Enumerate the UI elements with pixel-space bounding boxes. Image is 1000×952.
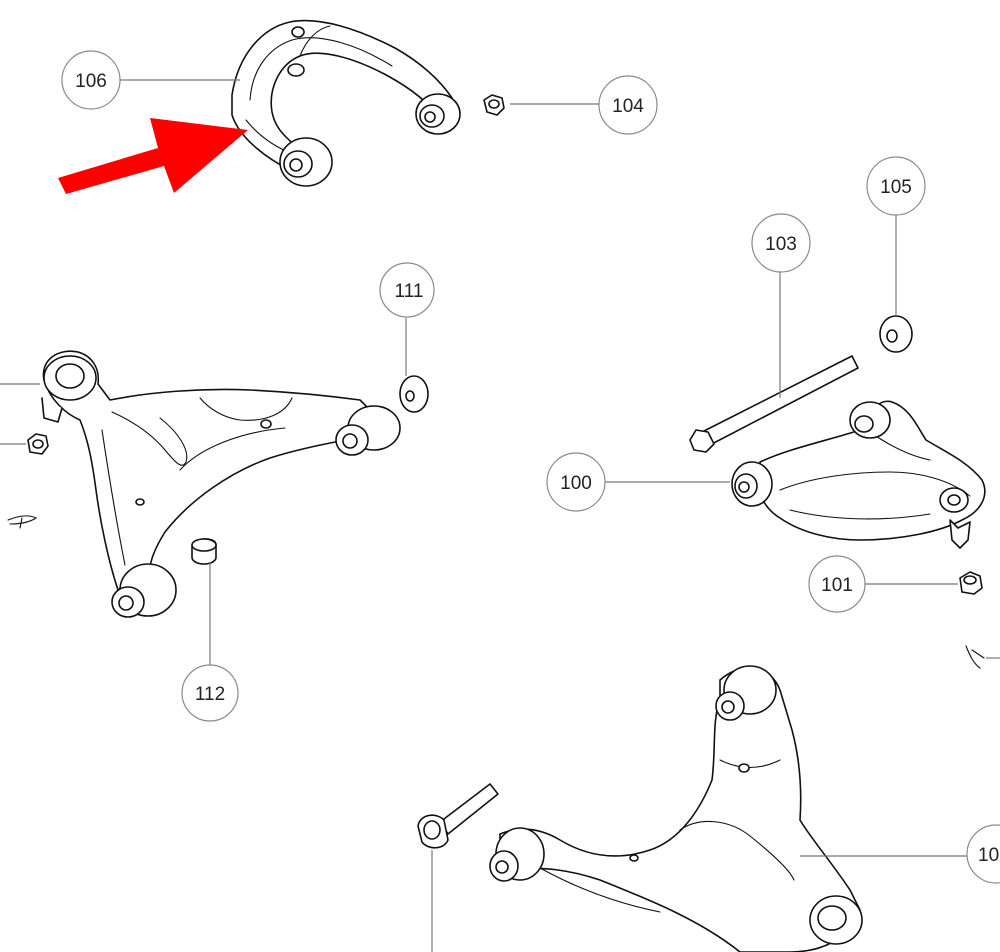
lower-control-arm-right[interactable] xyxy=(489,665,863,952)
callout-106-label: 106 xyxy=(75,71,107,92)
sleeve-112[interactable] xyxy=(191,538,217,565)
washer-105[interactable] xyxy=(879,315,913,353)
bolt-103[interactable] xyxy=(689,355,859,453)
callout-111-label: 111 xyxy=(395,281,424,302)
nut-104[interactable] xyxy=(483,94,505,116)
callout-106[interactable]: 106 xyxy=(61,50,121,110)
callout-112-label: 112 xyxy=(195,684,225,705)
cotter-pin-right xyxy=(965,645,985,669)
callout-111[interactable]: 111 xyxy=(379,262,435,318)
callout-112[interactable]: 112 xyxy=(181,664,239,722)
upper-control-arm-106[interactable] xyxy=(231,19,461,187)
callout-100-label: 100 xyxy=(560,473,592,494)
callout-105-label: 105 xyxy=(880,177,912,198)
callout-105[interactable]: 105 xyxy=(866,156,926,216)
callout-104[interactable]: 104 xyxy=(598,75,658,135)
nut-left[interactable] xyxy=(27,433,49,455)
upper-control-arm-100[interactable] xyxy=(731,400,986,549)
callout-103[interactable]: 103 xyxy=(751,213,811,273)
washer-111[interactable] xyxy=(399,375,429,413)
bolt-lower[interactable] xyxy=(417,783,499,849)
callout-101-label: 101 xyxy=(821,575,853,596)
callout-10x[interactable]: 10 xyxy=(966,824,1000,884)
lower-control-arm-left[interactable] xyxy=(41,350,401,618)
callout-100[interactable]: 100 xyxy=(546,452,606,512)
cotter-pin-left xyxy=(7,515,38,529)
callout-10x-label: 10 xyxy=(978,845,999,866)
callout-104-label: 104 xyxy=(612,96,644,117)
callout-101[interactable]: 101 xyxy=(808,555,866,613)
nut-101[interactable] xyxy=(959,571,983,595)
leader-lines xyxy=(0,79,1000,952)
callout-103-label: 103 xyxy=(765,234,797,255)
red-arrow-indicator xyxy=(58,118,248,194)
